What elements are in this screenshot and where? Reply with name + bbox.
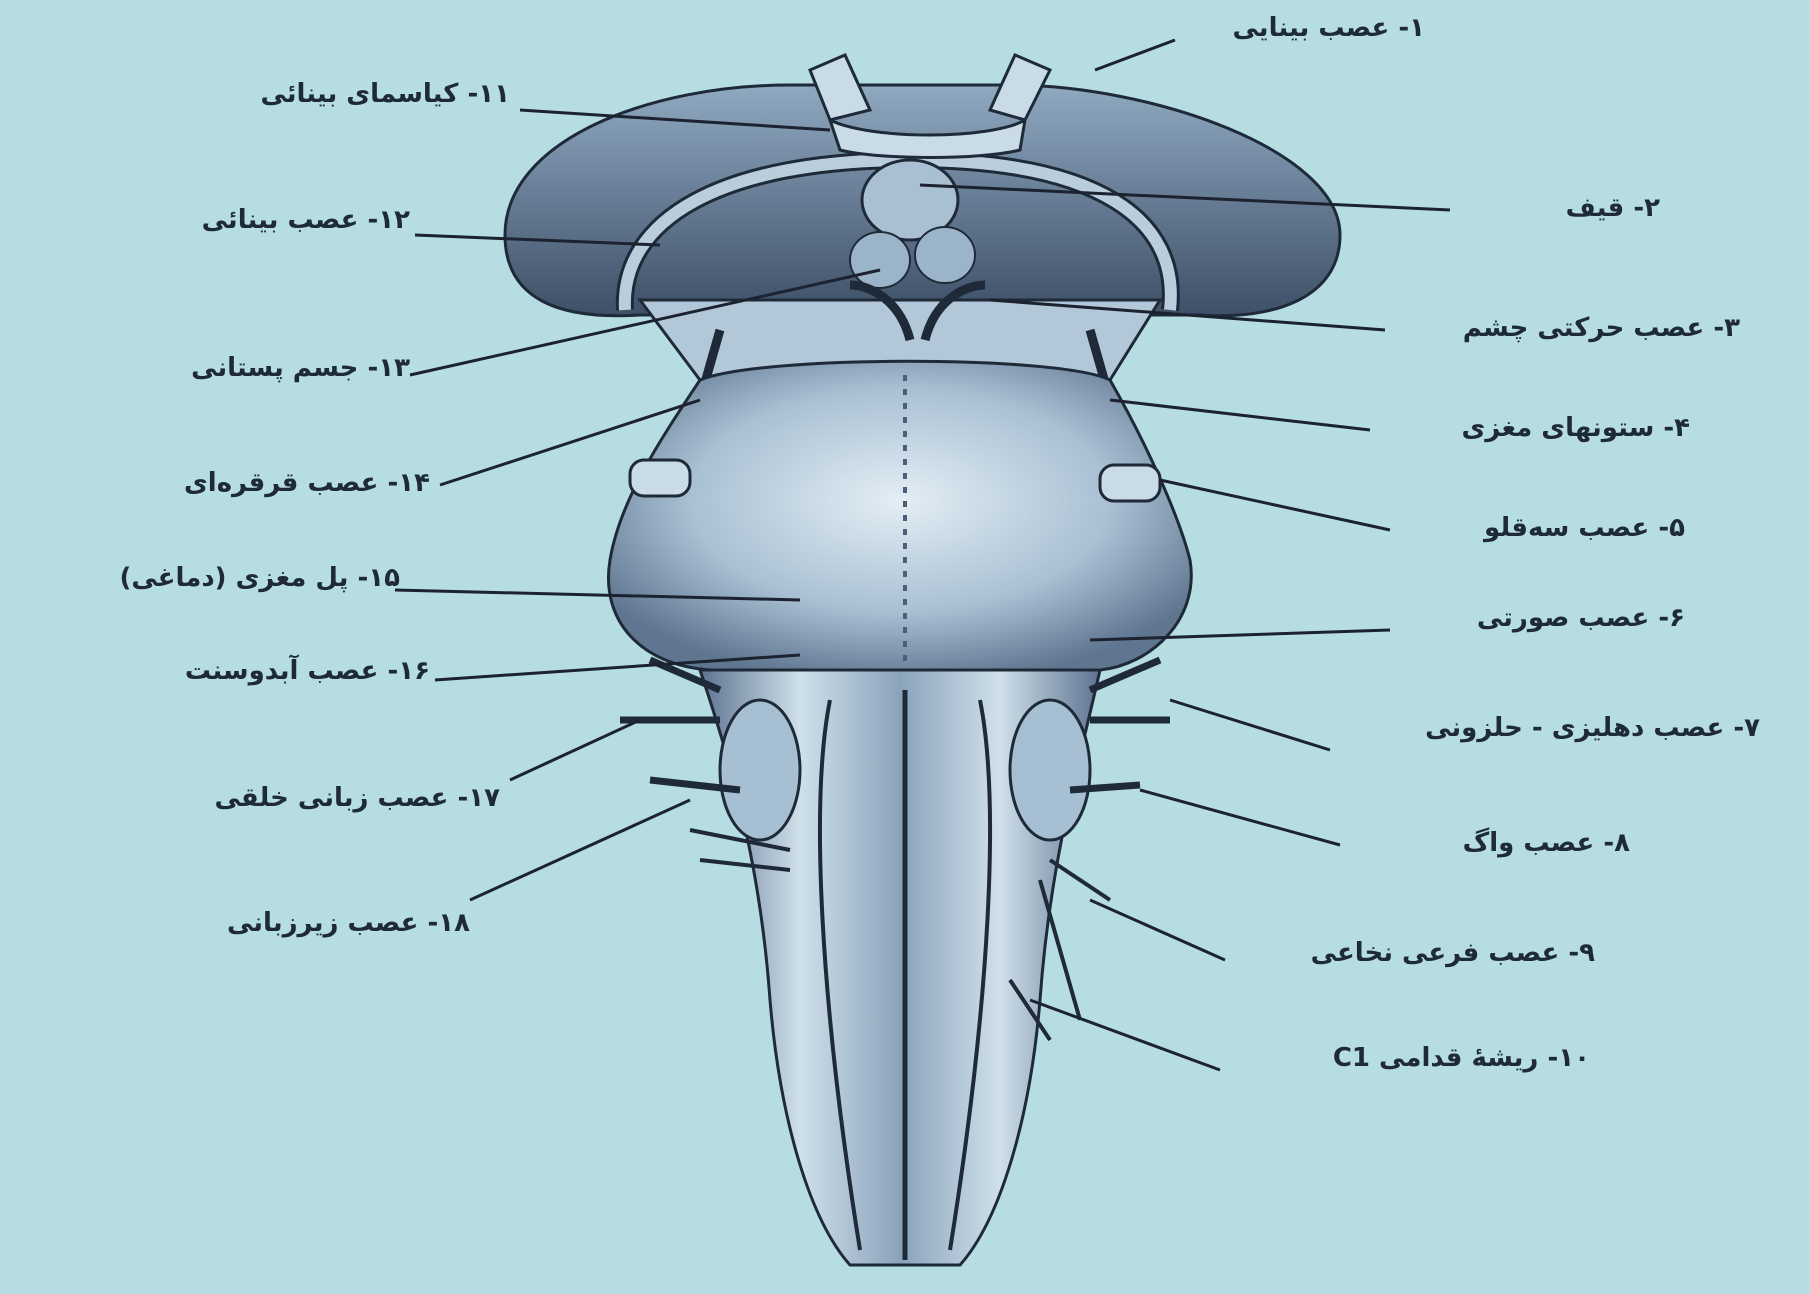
label-c1-root: ۱۰- ریشهٔ قدامی C1	[1250, 1042, 1590, 1074]
label-mammillary-body: ۱۳- جسم پستانی	[100, 352, 410, 384]
trigeminal-nerve-left	[630, 460, 690, 496]
olive-right	[1010, 700, 1090, 840]
trigeminal-nerve-right	[1100, 465, 1160, 501]
label-optic-nerve: ۱- عصب بینایی	[1175, 12, 1425, 44]
label-glossopharyngeal-nerve: ۱۷- عصب زبانی خلقی	[120, 782, 500, 814]
label-oculomotor-nerve: ۳- عصب حرکتی چشم	[1385, 312, 1740, 344]
label-vagus-nerve: ۸- عصب واگ	[1380, 827, 1630, 859]
label-facial-nerve: ۶- عصب صورتی	[1410, 602, 1685, 634]
label-optic-chiasm: ۱۱- کیاسمای بینائی	[170, 78, 510, 110]
label-hypoglossal-nerve: ۱۸- عصب زیرزبانی	[140, 907, 470, 939]
olive-left	[720, 700, 800, 840]
mammillary-body-left	[850, 232, 910, 288]
label-vestibulocochlear-nerve: ۷- عصب دهلیزی - حلزونی	[1320, 712, 1760, 744]
pons	[608, 361, 1191, 670]
label-pons: ۱۵- پل مغزی (دماغی)	[15, 562, 400, 594]
label-optic-nerve-2: ۱۲- عصب بینائی	[110, 204, 410, 236]
label-accessory-nerve: ۹- عصب فرعی نخاعی	[1225, 937, 1595, 969]
label-trochlear-nerve: ۱۴- عصب قرقره‌ای	[90, 467, 430, 499]
vagus-nerve-right	[1070, 785, 1140, 790]
label-infundibulum: ۲- قیف	[1530, 192, 1660, 224]
mammillary-body-right	[915, 227, 975, 283]
label-cerebral-peduncles: ۴- ستونهای مغزی	[1390, 412, 1690, 444]
label-abducens-nerve: ۱۶- عصب آبدوسنت	[80, 655, 430, 687]
label-trigeminal-nerve: ۵- عصب سه‌قلو	[1410, 512, 1685, 544]
